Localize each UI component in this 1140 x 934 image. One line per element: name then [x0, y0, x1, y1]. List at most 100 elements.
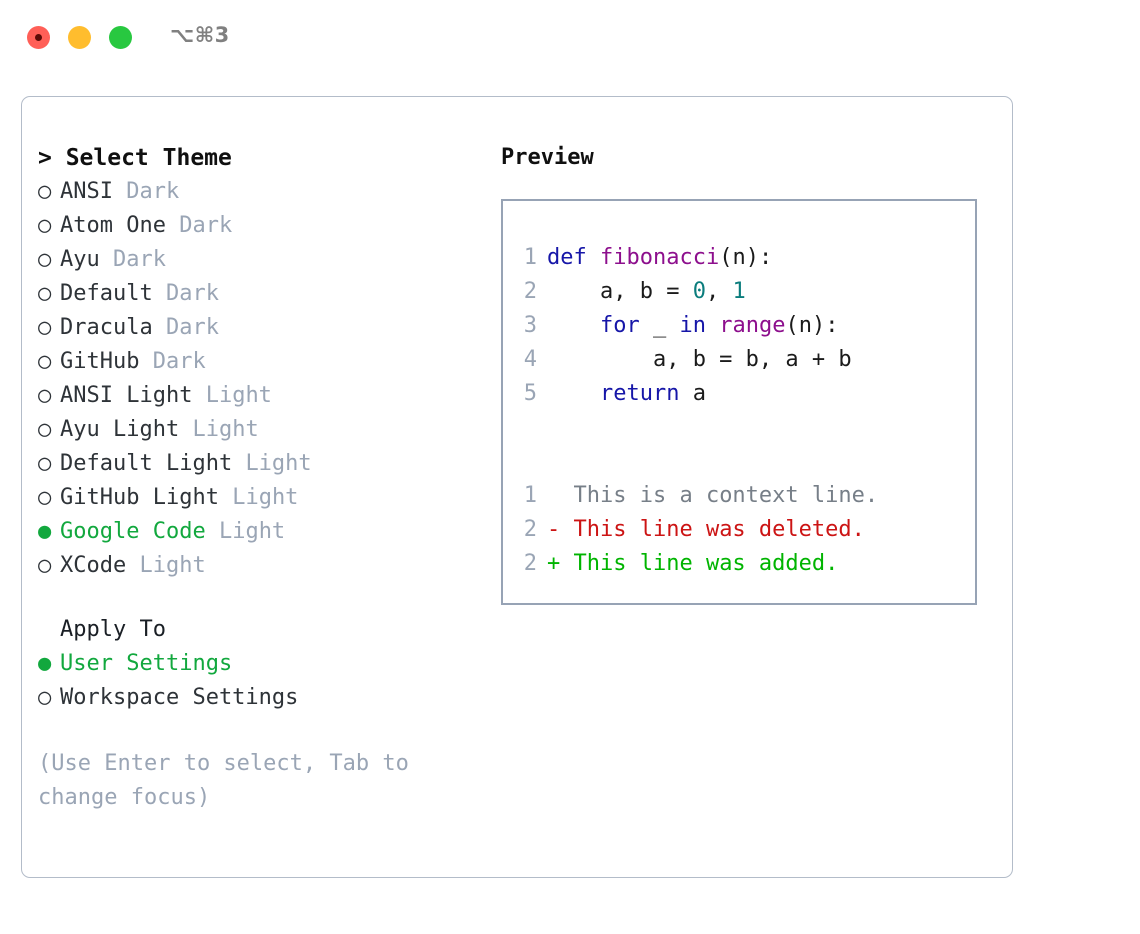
- token-fn: fibonacci: [599, 245, 720, 270]
- theme-option-label: GitHub Light: [60, 485, 219, 510]
- radio-unselected-icon: ○: [38, 685, 52, 710]
- token-pl: [706, 313, 719, 338]
- apply-to-option-user-settings[interactable]: ● User Settings: [38, 647, 478, 681]
- spacer: [153, 311, 166, 345]
- code-line-text: for _ in range(n):: [547, 309, 838, 343]
- close-button[interactable]: [27, 26, 50, 49]
- theme-variant-label: Dark: [152, 349, 206, 374]
- theme-option-label: GitHub: [60, 349, 140, 374]
- code-line: 4 a, b = b, a + b: [503, 343, 975, 377]
- apply-to-list: ● User Settings ○ Workspace Settings: [38, 647, 478, 715]
- select-theme-heading: > Select Theme: [38, 145, 232, 171]
- token-fn: range: [719, 313, 786, 338]
- theme-option-ansi[interactable]: ○ ANSI Dark: [38, 175, 478, 209]
- diff-sample: 1 This is a context line. 2- This line wa…: [503, 479, 975, 581]
- theme-option-label: ANSI: [60, 179, 113, 204]
- minimize-button[interactable]: [68, 26, 91, 49]
- line-number: 1: [523, 483, 537, 508]
- spacer: [219, 481, 232, 515]
- radio-unselected-icon: ○: [38, 349, 52, 374]
- diff-line-del: 2- This line was deleted.: [503, 513, 975, 547]
- code-line-text: a, b = 0, 1: [547, 275, 746, 309]
- radio-selected-icon: ●: [38, 651, 52, 676]
- spacer: [206, 515, 219, 549]
- theme-variant-label: Light: [232, 485, 299, 510]
- line-number: 4: [523, 347, 537, 372]
- theme-variant-label: Light: [192, 417, 259, 442]
- theme-option-dracula[interactable]: ○ Dracula Dark: [38, 311, 478, 345]
- theme-option-label: Dracula: [60, 315, 153, 340]
- radio-unselected-icon: ○: [38, 179, 52, 204]
- line-number: 2: [523, 551, 537, 576]
- theme-list-column: > Select Theme ○ANSI Dark○Atom One Dark○…: [38, 141, 478, 815]
- theme-option-google-code[interactable]: ● Google Code Light: [38, 515, 478, 549]
- theme-variant-label: Dark: [165, 281, 219, 306]
- radio-unselected-icon: ○: [38, 451, 52, 476]
- code-line-text: a, b = b, a + b: [547, 343, 852, 377]
- zoom-button[interactable]: [109, 26, 132, 49]
- theme-option-label: Google Code: [60, 519, 206, 544]
- theme-variant-label: Light: [245, 451, 312, 476]
- line-number: 3: [523, 313, 537, 338]
- code-line-text: return a: [547, 377, 706, 411]
- spacer: [139, 345, 152, 379]
- spacer: [100, 243, 113, 277]
- line-number: 1: [523, 245, 537, 270]
- theme-option-label: Ayu Light: [60, 417, 180, 442]
- theme-variant-label: Dark: [126, 179, 180, 204]
- theme-option-github-light[interactable]: ○ GitHub Light Light: [38, 481, 478, 515]
- token-pl: (n):: [785, 313, 839, 338]
- diff-content: This line was deleted.: [560, 517, 865, 542]
- token-pl: (n):: [719, 245, 773, 270]
- theme-option-default-light[interactable]: ○ Default Light Light: [38, 447, 478, 481]
- spacer: [166, 209, 179, 243]
- radio-unselected-icon: ○: [38, 247, 52, 272]
- theme-selector-panel: > Select Theme ○ANSI Dark○Atom One Dark○…: [21, 96, 1013, 878]
- apply-to-heading: Apply To: [60, 617, 166, 642]
- theme-option-label: Default Light: [60, 451, 233, 476]
- theme-option-xcode[interactable]: ○XCode Light: [38, 549, 478, 583]
- radio-unselected-icon: ○: [38, 553, 52, 578]
- radio-unselected-icon: ○: [38, 383, 52, 408]
- token-kw: in: [679, 313, 706, 338]
- token-num: 1: [732, 279, 746, 304]
- spacer: [126, 549, 139, 583]
- theme-option-label: Ayu: [60, 247, 100, 272]
- radio-unselected-icon: ○: [38, 315, 52, 340]
- diff-line-text: This is a context line.: [547, 479, 878, 513]
- preview-spacer-2: [503, 445, 975, 479]
- token-pl: ,: [705, 279, 733, 304]
- token-pl: _: [639, 313, 680, 338]
- theme-option-github[interactable]: ○ GitHub Dark: [38, 345, 478, 379]
- spacer: [113, 175, 126, 209]
- diff-marker: [547, 483, 560, 508]
- theme-option-ayu[interactable]: ○Ayu Dark: [38, 243, 478, 277]
- apply-to-option-label: User Settings: [60, 651, 233, 676]
- theme-option-label: Default: [60, 281, 153, 306]
- apply-to-option-label: Workspace Settings: [60, 685, 299, 710]
- code-line: 3 for _ in range(n):: [503, 309, 975, 343]
- window-controls: [27, 26, 132, 49]
- code-line: 2 a, b = 0, 1: [503, 275, 975, 309]
- diff-content: This is a context line.: [560, 483, 879, 508]
- theme-option-ansi-light[interactable]: ○ANSI Light Light: [38, 379, 478, 413]
- radio-selected-icon: ●: [38, 519, 52, 544]
- theme-variant-label: Light: [218, 519, 286, 544]
- theme-option-label: ANSI Light: [60, 383, 193, 408]
- theme-variant-label: Dark: [179, 213, 233, 238]
- apply-to-option-workspace-settings[interactable]: ○ Workspace Settings: [38, 681, 478, 715]
- radio-unselected-icon: ○: [38, 485, 52, 510]
- keyboard-shortcut-label: ⌥⌘3: [170, 23, 230, 47]
- code-line-text: def fibonacci(n):: [547, 241, 772, 275]
- code-line: 1 def fibonacci(n):: [503, 241, 975, 275]
- theme-option-label: XCode: [60, 553, 127, 578]
- theme-variant-label: Dark: [165, 315, 219, 340]
- radio-unselected-icon: ○: [38, 417, 52, 442]
- theme-option-default[interactable]: ○Default Dark: [38, 277, 478, 311]
- preview-heading: Preview: [501, 145, 594, 170]
- theme-option-ayu-light[interactable]: ○ Ayu Light Light: [38, 413, 478, 447]
- keyboard-hint-text: (Use Enter to select, Tab to change focu…: [38, 751, 423, 810]
- theme-option-atom-one[interactable]: ○Atom One Dark: [38, 209, 478, 243]
